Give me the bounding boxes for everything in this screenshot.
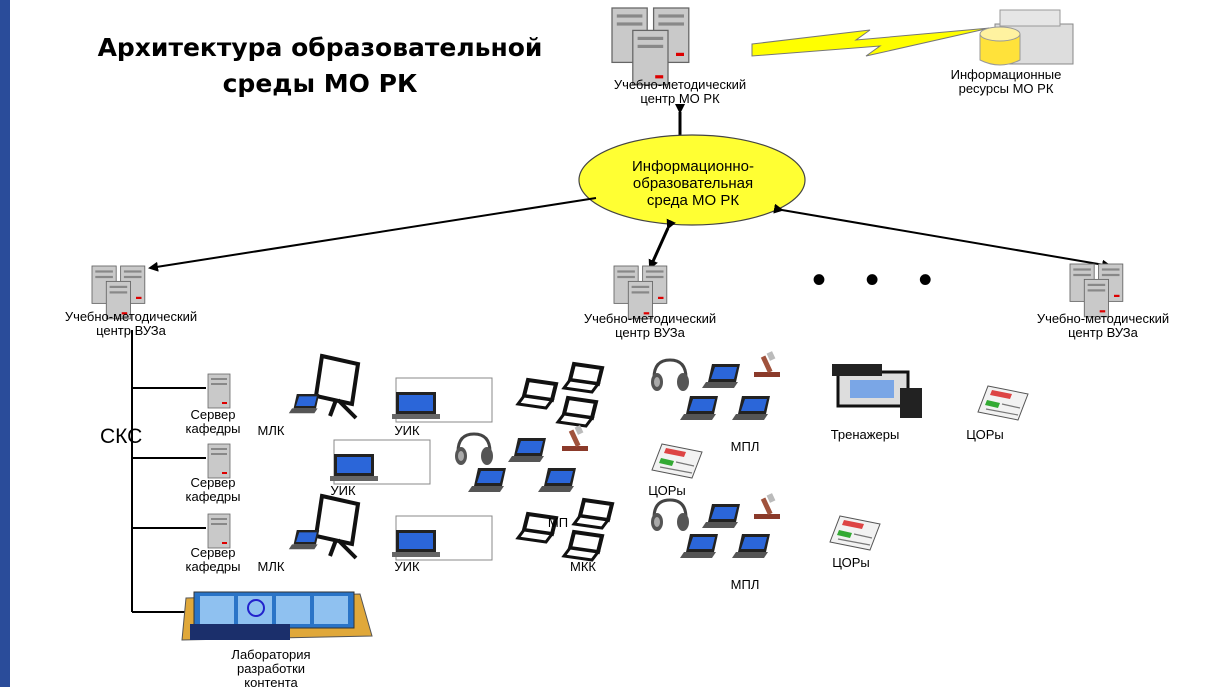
cor-label-1: ЦОРы [966, 427, 1004, 442]
mpl-icon-2 [453, 425, 588, 492]
univ-right-server-icon [1070, 264, 1123, 317]
dept-server-1-line-2: кафедры [185, 421, 241, 436]
mlk-label-1: МЛК [257, 423, 285, 438]
cor-label-2: ЦОРы [648, 483, 686, 498]
lab-label-line-1: Лаборатория [231, 647, 311, 662]
dept-server-2-line-2: кафедры [185, 489, 241, 504]
dept-server-2-line-1: Сервер [190, 475, 236, 490]
cks-label: СКС [100, 425, 143, 448]
arrow-env-to-right [773, 203, 1112, 270]
cor-icon-1 [977, 385, 1029, 421]
univ-mid-line-1: Учебно-методический [583, 311, 717, 326]
trainers-label: Тренажеры [830, 427, 900, 442]
diagram-canvas: Архитектура образовательной среды МО РК … [10, 0, 1226, 687]
univ-left-line-1: Учебно-методический [64, 309, 198, 324]
mpl-label-1: МПЛ [730, 439, 760, 454]
mkk-label-3: МКК [570, 559, 596, 574]
univ-right-line-2: центр ВУЗа [1068, 325, 1138, 340]
univ-right-label: Учебно-методический центр ВУЗа [980, 312, 1226, 340]
info-env-ellipse [578, 134, 806, 226]
mlk-board-icon-3 [314, 494, 360, 560]
top-center-label: Учебно-методический центр МО РК [550, 78, 810, 106]
title-line-1: Архитектура образовательной [97, 33, 543, 62]
connections-and-icons [10, 0, 1226, 641]
univ-left-label: Учебно-методический центр ВУЗа [10, 310, 256, 338]
mlk-board-icon-1 [314, 354, 360, 420]
dept-server-icon-1 [207, 373, 231, 409]
mp-label-3: МП [547, 515, 569, 530]
top-server-icon [612, 8, 689, 85]
mpl-icon-1 [649, 351, 780, 420]
uik-icon-3 [391, 515, 493, 561]
lab-label: Лаборатория разработки контента [206, 648, 336, 687]
info-resources-line-1: Информационные [950, 67, 1062, 82]
title-line-2: среды МО РК [222, 69, 418, 98]
dept-server-3-line-1: Сервер [190, 545, 236, 560]
mpl-label-3: МПЛ [730, 577, 760, 592]
info-env-label: Информационно- образовательная среда МО … [578, 158, 808, 209]
lab-label-line-2: разработки [236, 661, 306, 676]
dept-server-label-3: Сервер кафедры [178, 546, 248, 574]
lab-icon [181, 591, 373, 641]
arrow-env-to-mid [648, 218, 676, 270]
cor-label-3: ЦОРы [832, 555, 870, 570]
top-center-label-line-1: Учебно-методический [613, 77, 747, 92]
dept-server-icon-2 [207, 443, 231, 479]
laptops-icon-3 [516, 498, 614, 562]
info-env-line-3: среда МО РК [646, 192, 740, 209]
univ-mid-label: Учебно-методический центр ВУЗа [520, 312, 780, 340]
uik-label-1: УИК [394, 423, 420, 438]
univ-left-line-2: центр ВУЗа [96, 323, 166, 338]
lab-label-line-3: контента [244, 675, 298, 687]
uik-icon-1 [391, 377, 493, 423]
cor-icon-3 [829, 515, 881, 551]
univ-mid-line-2: центр ВУЗа [615, 325, 685, 340]
mlk-laptop-icon-1 [288, 394, 320, 414]
uik-icon-2 [329, 439, 431, 485]
database-icon [979, 9, 1074, 66]
info-resources-line-2: ресурсы МО РК [958, 81, 1054, 96]
info-env-line-2: образовательная [632, 175, 754, 192]
cor-icon-2 [651, 443, 703, 479]
header-right-fragment: тапка [972, 0, 1037, 15]
arrow-env-to-left [148, 197, 597, 272]
mlk-laptop-icon-3 [288, 530, 320, 550]
dept-server-label-2: Сервер кафедры [178, 476, 248, 504]
info-resources-label: Информационные ресурсы МО РК [926, 68, 1086, 96]
dept-server-icon-3 [207, 513, 231, 549]
mpl-icon-3 [649, 493, 780, 558]
ellipsis-dots: • • • [812, 258, 947, 302]
page-title: Архитектура образовательной среды МО РК [60, 30, 580, 102]
dept-server-label-1: Сервер кафедры [178, 408, 248, 436]
mlk-label-3: МЛК [257, 559, 285, 574]
top-center-label-line-2: центр МО РК [640, 91, 720, 106]
trainer-icon [832, 364, 922, 418]
laptops-icon-1 [516, 362, 604, 428]
header-left-fragment: 1 / 2 [216, 0, 263, 15]
uik-label-3: УИК [394, 559, 420, 574]
univ-right-line-1: Учебно-методический [1036, 311, 1170, 326]
dept-server-1-line-1: Сервер [190, 407, 236, 422]
dept-server-3-line-2: кафедры [185, 559, 241, 574]
lightning-icon [751, 27, 991, 57]
info-env-line-1: Информационно- [632, 158, 754, 175]
uik-label-2: УИК [330, 483, 356, 498]
